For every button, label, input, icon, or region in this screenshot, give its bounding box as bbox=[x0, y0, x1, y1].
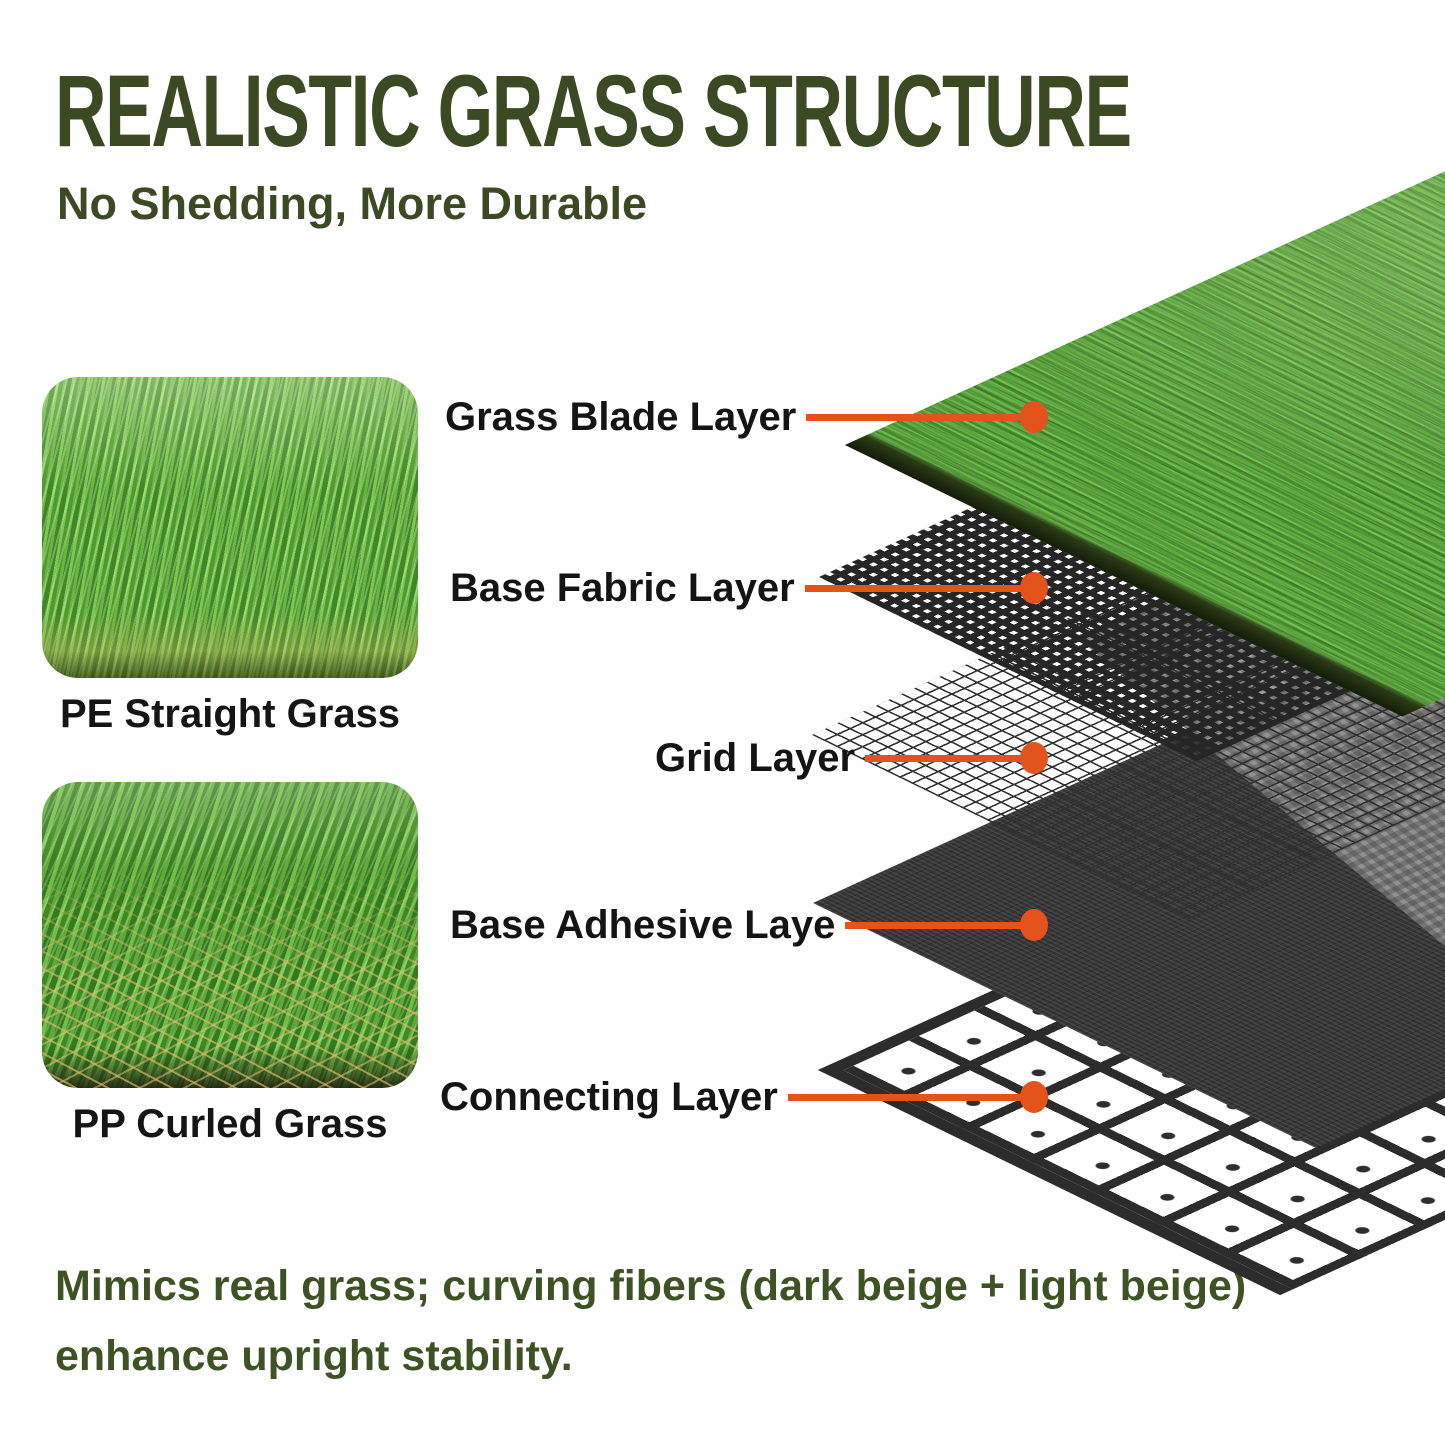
leader-line bbox=[787, 1093, 1023, 1101]
callout-base-fabric-layer: Base Fabric Layer bbox=[450, 564, 1048, 612]
leader-dot bbox=[1020, 909, 1048, 941]
leader-dot bbox=[1020, 401, 1048, 433]
callout-label: Grid Layer bbox=[655, 735, 856, 780]
callout-grass-blade-layer: Grass Blade Layer bbox=[445, 393, 1048, 441]
leader-line bbox=[806, 413, 1023, 421]
page-title: REALISTIC GRASS STRUCTURE bbox=[55, 54, 1132, 168]
pe-straight-grass-label: PE Straight Grass bbox=[59, 692, 401, 736]
callout-label: Base Adhesive Laye bbox=[450, 902, 836, 947]
callout-connecting-layer: Connecting Layer bbox=[440, 1073, 1048, 1121]
leader-line bbox=[804, 584, 1023, 592]
leader-line bbox=[865, 754, 1023, 762]
footer-note-line1: Mimics real grass; curving fibers (dark … bbox=[55, 1262, 1247, 1310]
callout-grid-layer: Grid Layer bbox=[655, 734, 1048, 782]
callout-label: Grass Blade Layer bbox=[445, 394, 797, 439]
callout-base-adhesive-layer: Base Adhesive Laye bbox=[450, 901, 1048, 949]
pp-curled-grass-label: PP Curled Grass bbox=[72, 1102, 388, 1146]
leader-dot bbox=[1020, 742, 1048, 774]
pp-curled-grass-photo bbox=[42, 782, 418, 1088]
footer-note-line2: enhance upright stability. bbox=[55, 1331, 573, 1380]
leader-line bbox=[845, 921, 1023, 929]
footer-note: Mimics real grass; curving fibers (dark … bbox=[55, 1252, 1246, 1391]
leader-dot bbox=[1020, 1081, 1048, 1113]
page-subtitle: No Shedding, More Durable bbox=[57, 178, 648, 229]
callout-label: Connecting Layer bbox=[440, 1074, 778, 1119]
leader-dot bbox=[1020, 572, 1048, 604]
callout-label: Base Fabric Layer bbox=[450, 565, 795, 610]
pe-straight-grass-photo bbox=[42, 377, 418, 678]
